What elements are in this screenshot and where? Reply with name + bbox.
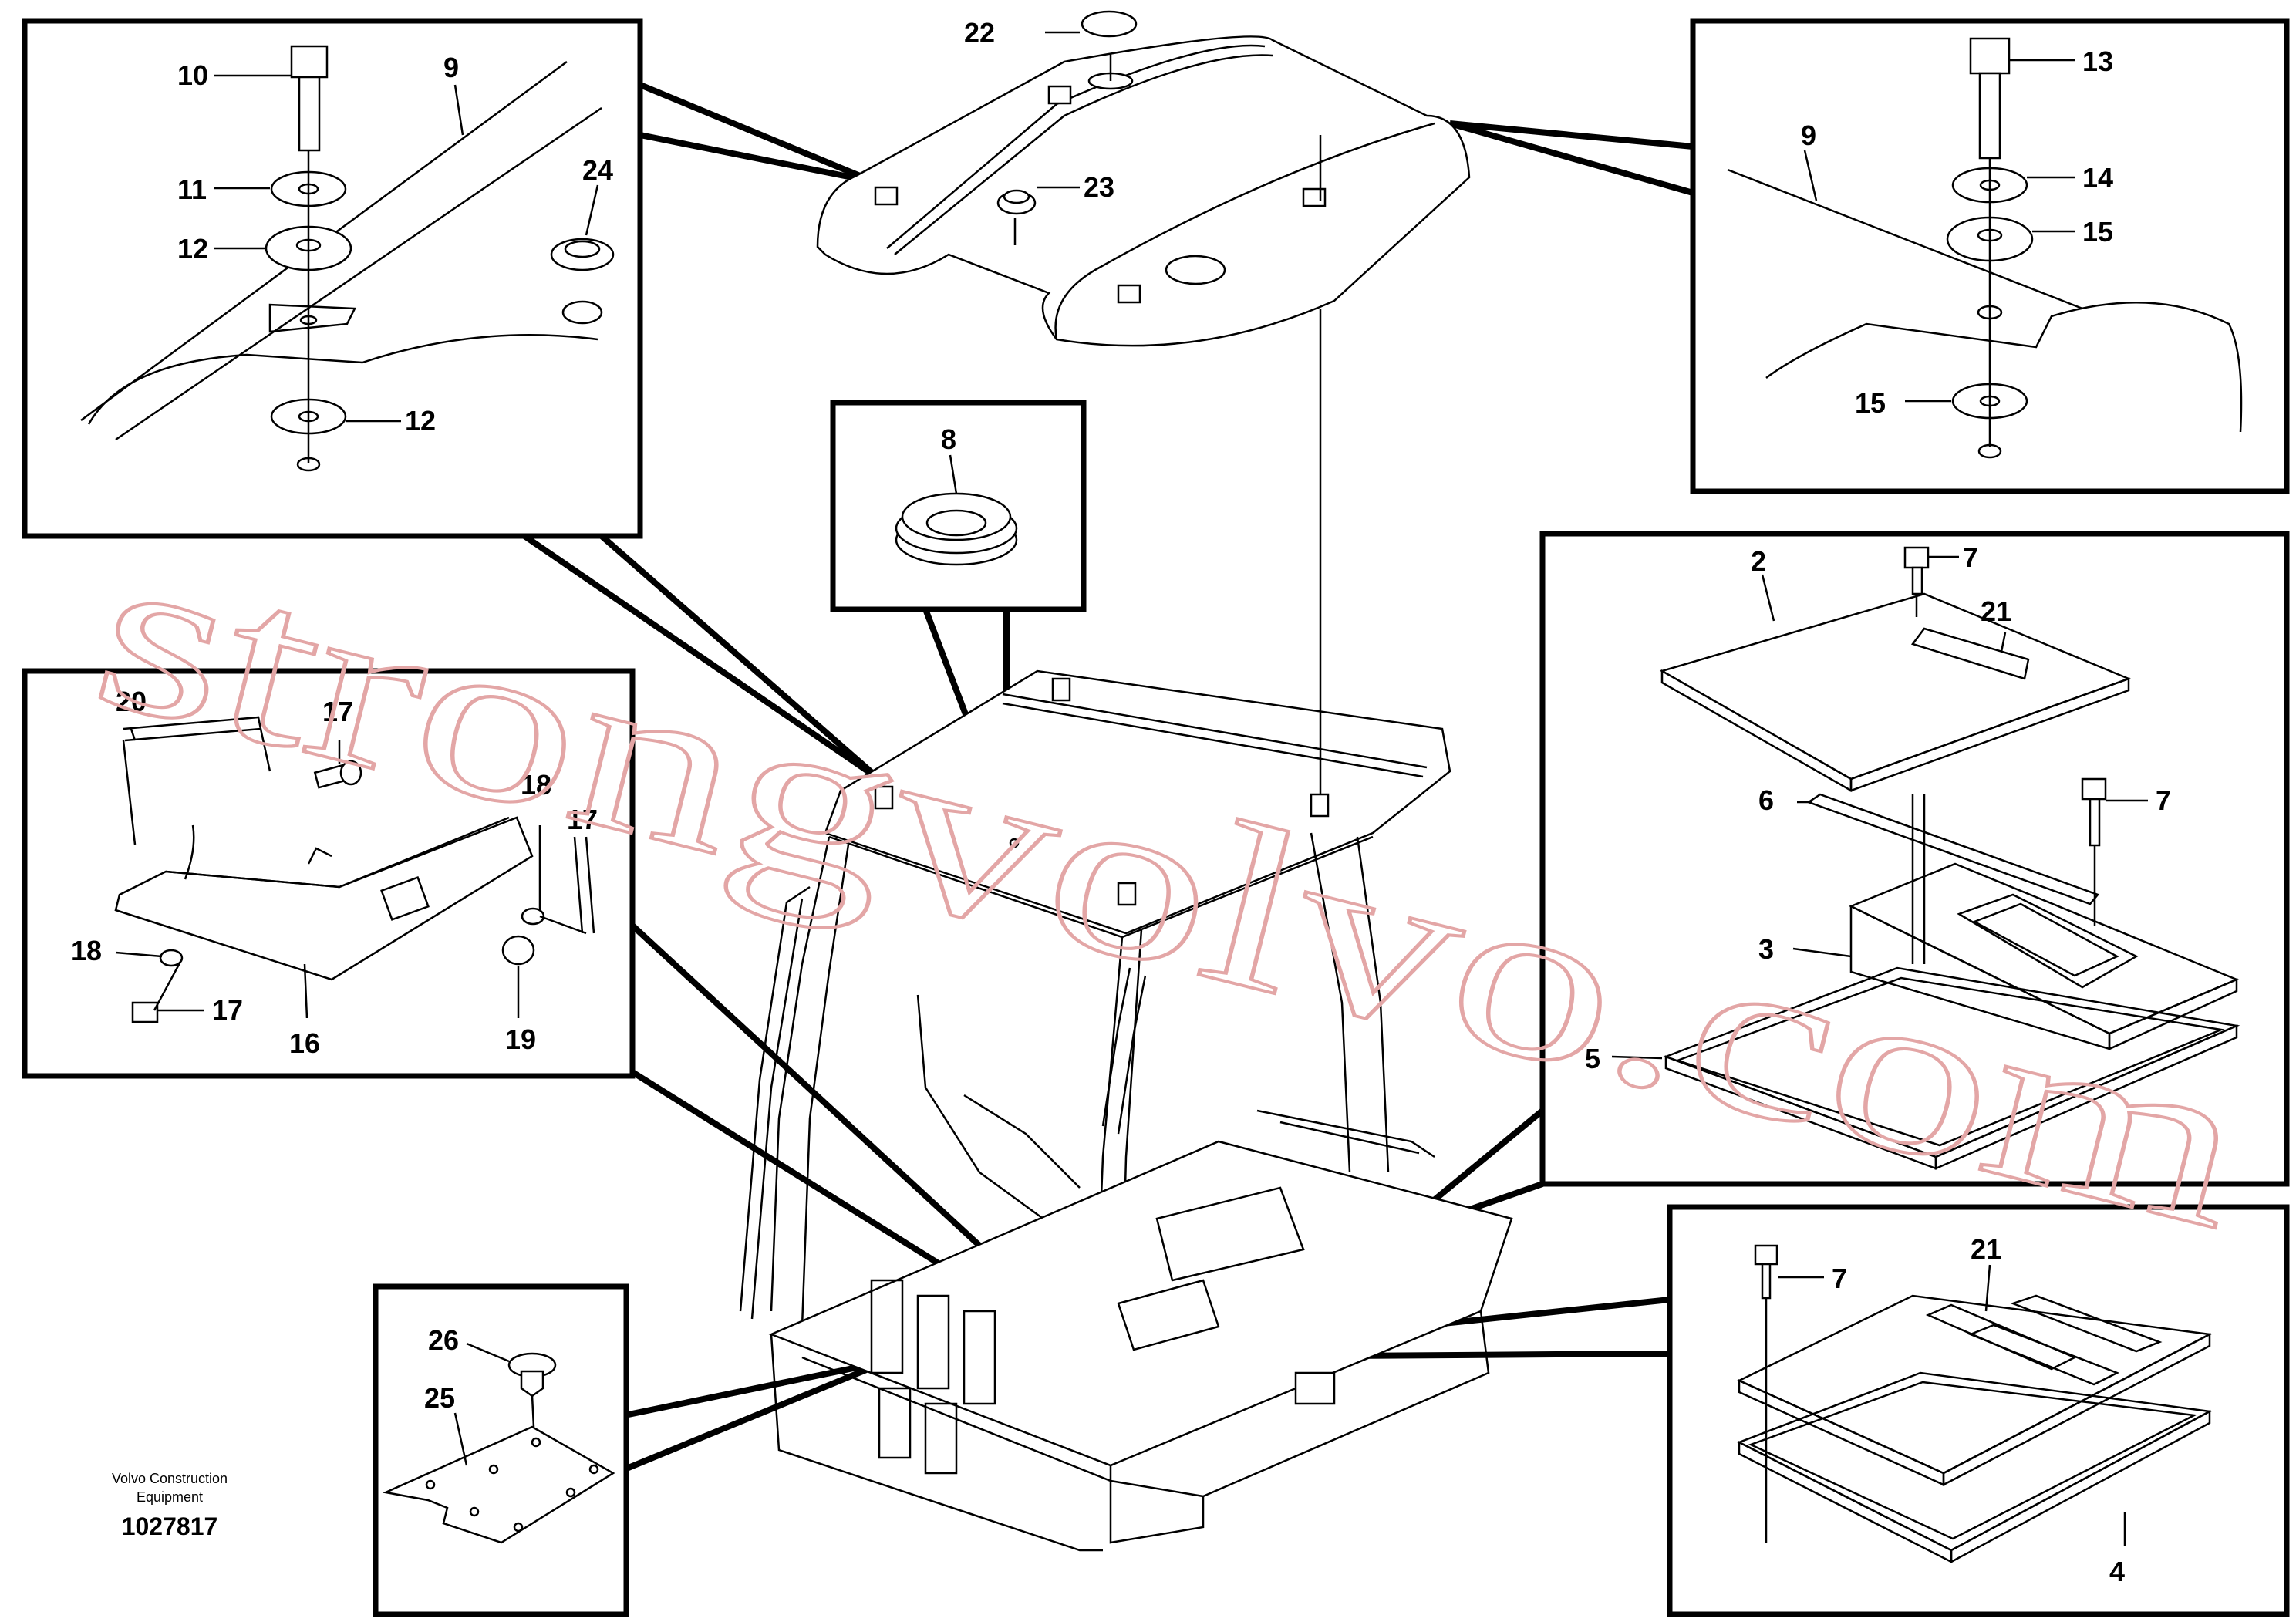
label-11: 11 <box>177 174 207 205</box>
label-3: 3 <box>1758 933 1774 965</box>
roof-panel-labels: 22 23 <box>964 17 1114 203</box>
label-5: 5 <box>1585 1043 1600 1074</box>
label-21: 21 <box>1981 595 2011 627</box>
label-7-bottom: 7 <box>1832 1263 1847 1294</box>
label-10: 10 <box>177 59 208 91</box>
detail-box-seal: 8 <box>830 400 1087 612</box>
detail-box-bracket: 20 17 18 17 18 17 16 19 <box>22 668 636 1079</box>
label-7-top: 7 <box>1963 541 1978 573</box>
label-16: 16 <box>289 1027 320 1059</box>
label-13: 13 <box>2082 46 2113 77</box>
label-15: 15 <box>2082 216 2113 248</box>
label-17-right: 17 <box>567 804 598 835</box>
cab-frame <box>739 669 1513 1552</box>
label-18-right: 18 <box>521 769 551 801</box>
publisher-credit: Volvo Construction Equipment 1027817 <box>69 1469 270 1541</box>
label-17-bottom: 17 <box>212 994 243 1026</box>
credit-line-1: Volvo Construction <box>111 1471 228 1486</box>
credit-line-2: Equipment <box>136 1489 204 1505</box>
detail-box-roof-fastening-right: 13 9 14 15 15 <box>1690 18 2290 494</box>
drawing-number: 1027817 <box>121 1512 218 1540</box>
label-9-right: 9 <box>1801 120 1816 151</box>
label-6: 6 <box>1758 784 1774 816</box>
label-26: 26 <box>428 1324 459 1356</box>
detail-box-floor-hatch: 2 7 21 6 7 3 5 <box>1539 531 2290 1187</box>
label-12: 12 <box>177 233 208 265</box>
detail-box-roof-fastening-left: 10 9 11 12 12 24 <box>22 18 643 539</box>
label-4: 4 <box>2109 1556 2125 1587</box>
label-23: 23 <box>1084 171 1114 203</box>
label-19: 19 <box>505 1023 536 1055</box>
label-25: 25 <box>424 1382 455 1414</box>
label-7-mid: 7 <box>2156 784 2171 816</box>
label-20: 20 <box>116 686 147 717</box>
roof-cover-panel <box>816 10 1471 794</box>
label-17-top: 17 <box>322 696 353 727</box>
label-18-left: 18 <box>71 935 102 966</box>
label-21-bottom: 21 <box>1971 1233 2001 1265</box>
label-15-lower: 15 <box>1855 387 1886 419</box>
label-9: 9 <box>443 52 459 83</box>
label-24: 24 <box>582 154 613 186</box>
label-8: 8 <box>941 423 956 455</box>
label-22: 22 <box>964 17 995 49</box>
label-12-lower: 12 <box>405 405 436 437</box>
detail-box-floor-cover: 7 21 4 <box>1667 1204 2290 1617</box>
label-14: 14 <box>2082 162 2113 194</box>
detail-box-cover-plate: 26 25 <box>373 1283 629 1617</box>
label-2: 2 <box>1751 545 1766 577</box>
